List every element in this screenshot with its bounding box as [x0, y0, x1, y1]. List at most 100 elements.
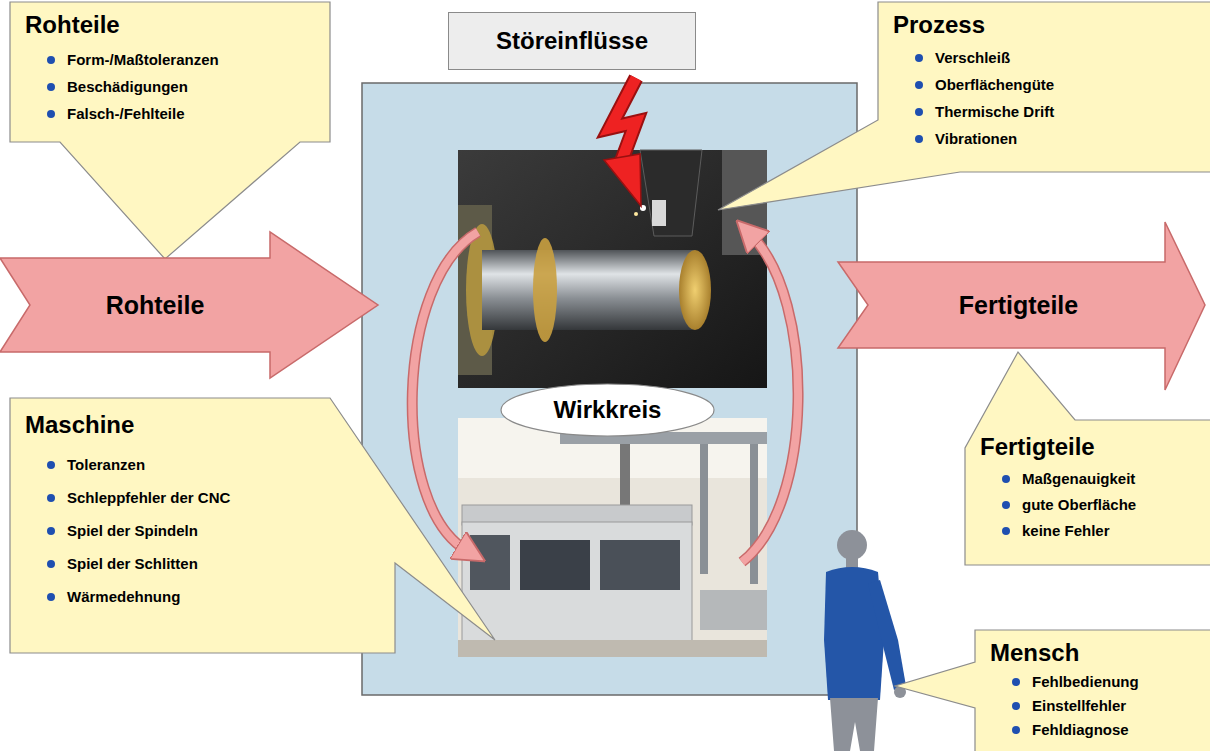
callout-box: RohteileForm-/MaßtoleranzenBeschädigunge…: [10, 2, 330, 142]
bullet-dot: [915, 135, 923, 143]
bullet-item: Spiel der Spindeln: [25, 514, 383, 547]
bullet-item: Oberflächengüte: [893, 71, 1206, 98]
bullet-text: Vibrationen: [935, 130, 1017, 148]
bullet-text: Spiel der Schlitten: [67, 555, 198, 573]
bullet-dot: [47, 527, 55, 535]
bullet-item: Thermische Drift: [893, 98, 1206, 125]
person-legs: [830, 698, 878, 751]
bullet-dot: [915, 108, 923, 116]
bullet-text: Maßgenauigkeit: [1022, 470, 1135, 488]
arrow-label: Rohteile: [106, 290, 205, 321]
bullet-dot: [1012, 702, 1020, 710]
gantry-post: [750, 444, 758, 584]
bullet-dot: [47, 593, 55, 601]
bullet-dot: [1002, 475, 1010, 483]
callout-box: ProzessVerschleißOberflächengüteThermisc…: [878, 2, 1210, 172]
person-head: [837, 530, 867, 560]
callout-box: FertigteileMaßgenauigkeit gute Oberfläche…: [965, 420, 1210, 565]
callout-box: MenschFehlbedienungEinstellfehlerFehldia…: [975, 630, 1210, 751]
bullet-text: Wärmedehnung: [67, 588, 180, 606]
bullet-dot: [915, 81, 923, 89]
turning-process-photo: [458, 150, 767, 388]
bullet-dot: [47, 83, 55, 91]
loop-ellipse: Wirkkreis: [500, 383, 715, 437]
bullet-item: Wärmedehnung: [25, 580, 383, 613]
bullet-dot: [915, 54, 923, 62]
machine-body: [462, 522, 692, 650]
callout-heading: Maschine: [25, 410, 383, 440]
floor: [458, 640, 767, 657]
bullet-item: Fehldiagnose: [990, 718, 1206, 742]
bolt-head: [604, 154, 641, 206]
bolt-body: [610, 78, 636, 165]
bullet-text: Toleranzen: [67, 456, 145, 474]
bullet-text: Oberflächengüte: [935, 76, 1054, 94]
robot-arm: [620, 444, 630, 514]
loop-arrow-outline: [742, 236, 798, 562]
bullet-dot: [47, 560, 55, 568]
bullet-item: Vibrationen: [893, 125, 1206, 152]
bullet-text: gute Oberfläche: [1022, 496, 1136, 514]
photo-background: [458, 418, 767, 657]
bullet-item: Schleppfehler der CNC: [25, 481, 383, 514]
callout-heading: Fertigteile: [980, 432, 1206, 462]
bullet-item: Falsch-/Fehlteile: [25, 100, 318, 127]
conveyor: [700, 590, 767, 630]
bullet-item: Verschleiß: [893, 44, 1206, 71]
person-silhouette: [824, 530, 906, 751]
arrow-shape: [0, 232, 378, 378]
bullet-text: Verschleiß: [935, 49, 1010, 67]
bullet-text: Fehlbedienung: [1032, 673, 1139, 691]
bullet-text: keine Fehler: [1022, 522, 1110, 540]
workpiece-face: [679, 250, 711, 330]
flow-arrow: Rohteile: [40, 258, 270, 352]
control-loop-panel: [362, 83, 857, 695]
bullet-item: Beschädigungen: [25, 73, 318, 100]
ellipse-label: Wirkkreis: [554, 395, 662, 425]
bullet-dot: [1012, 678, 1020, 686]
callout-heading: Prozess: [893, 10, 1206, 40]
bullet-text: Spiel der Spindeln: [67, 522, 198, 540]
bullet-text: Schleppfehler der CNC: [67, 489, 230, 507]
gantry-post: [700, 444, 708, 574]
bullet-dot: [47, 494, 55, 502]
loop-arrow-outline: [412, 232, 478, 550]
bullet-text: Fehldiagnose: [1032, 721, 1129, 739]
bullet-item: Spiel der Schlitten: [25, 547, 383, 580]
cnc-machine-photo: [458, 418, 767, 657]
disturbance-box: Störeinflüsse: [448, 12, 696, 70]
bolt-outline: [610, 78, 636, 165]
control-panel: [470, 535, 510, 590]
bullet-dot: [47, 461, 55, 469]
workpiece-shaft: [482, 250, 695, 330]
tool-holder: [640, 150, 702, 236]
callout-shape: [895, 630, 1210, 751]
flow-arrow: Fertigteile: [872, 262, 1165, 348]
callout-shape: [718, 2, 1210, 210]
callout-shape: [10, 398, 495, 653]
bullet-item: Maßgenauigkeit: [980, 466, 1206, 492]
gantry-beam: [560, 432, 767, 444]
loop-arrow: [742, 236, 798, 562]
bullet-item: keine Fehler: [980, 518, 1206, 544]
bullet-dot: [1002, 501, 1010, 509]
hall-ceiling: [458, 418, 767, 478]
cutting-insert: [652, 200, 666, 226]
callout-heading: Rohteile: [25, 10, 318, 40]
loop-arrow: [412, 232, 478, 550]
bullet-dot: [47, 56, 55, 64]
loop-arrows: [412, 232, 798, 562]
bullet-item: gute Oberfläche: [980, 492, 1206, 518]
chip-spark: [634, 212, 638, 216]
person-arm: [868, 580, 906, 690]
machine-window: [520, 540, 590, 590]
bullet-text: Thermische Drift: [935, 103, 1054, 121]
bullet-item: Form-/Maßtoleranzen: [25, 46, 318, 73]
bullet-item: Toleranzen: [25, 448, 383, 481]
arrow-shape: [838, 222, 1205, 390]
person-neck: [846, 556, 858, 568]
bullet-dot: [1012, 726, 1020, 734]
machine-window: [600, 540, 680, 590]
callout-shape: [10, 2, 330, 259]
